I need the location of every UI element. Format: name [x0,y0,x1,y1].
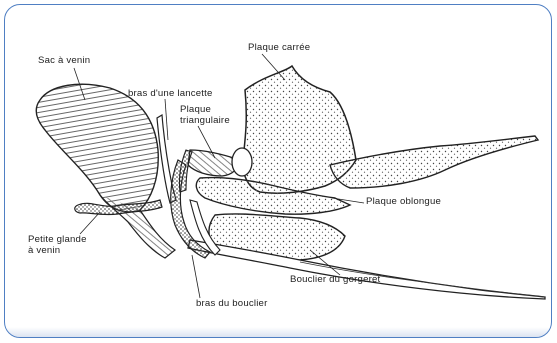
leader-glande [80,212,100,234]
lancet-ramus [179,150,192,192]
articulation-knob [232,148,252,176]
label-bouclier-gorgeret: Bouclier du gorgeret [290,274,380,285]
label-plaque-triangulaire-line2: triangulaire [180,115,230,126]
label-petite-glande-line1: Petite glande [28,234,87,245]
label-plaque-triangulaire-line1: Plaque [180,104,211,115]
sting-stylet [188,240,545,299]
label-sac-a-venin: Sac à venin [38,55,90,66]
leader-lancette [165,99,168,140]
label-bras-bouclier: bras du bouclier [196,298,267,309]
label-plaque-carree: Plaque carrée [248,42,310,53]
label-bras-lancette: bras d'une lancette [128,88,213,99]
venom-sac [36,84,158,212]
leader-bras-bouclier [192,255,200,298]
label-plaque-oblongue: Plaque oblongue [366,196,441,207]
plate-extension [330,136,538,188]
label-petite-glande-line2: à venin [28,245,60,256]
